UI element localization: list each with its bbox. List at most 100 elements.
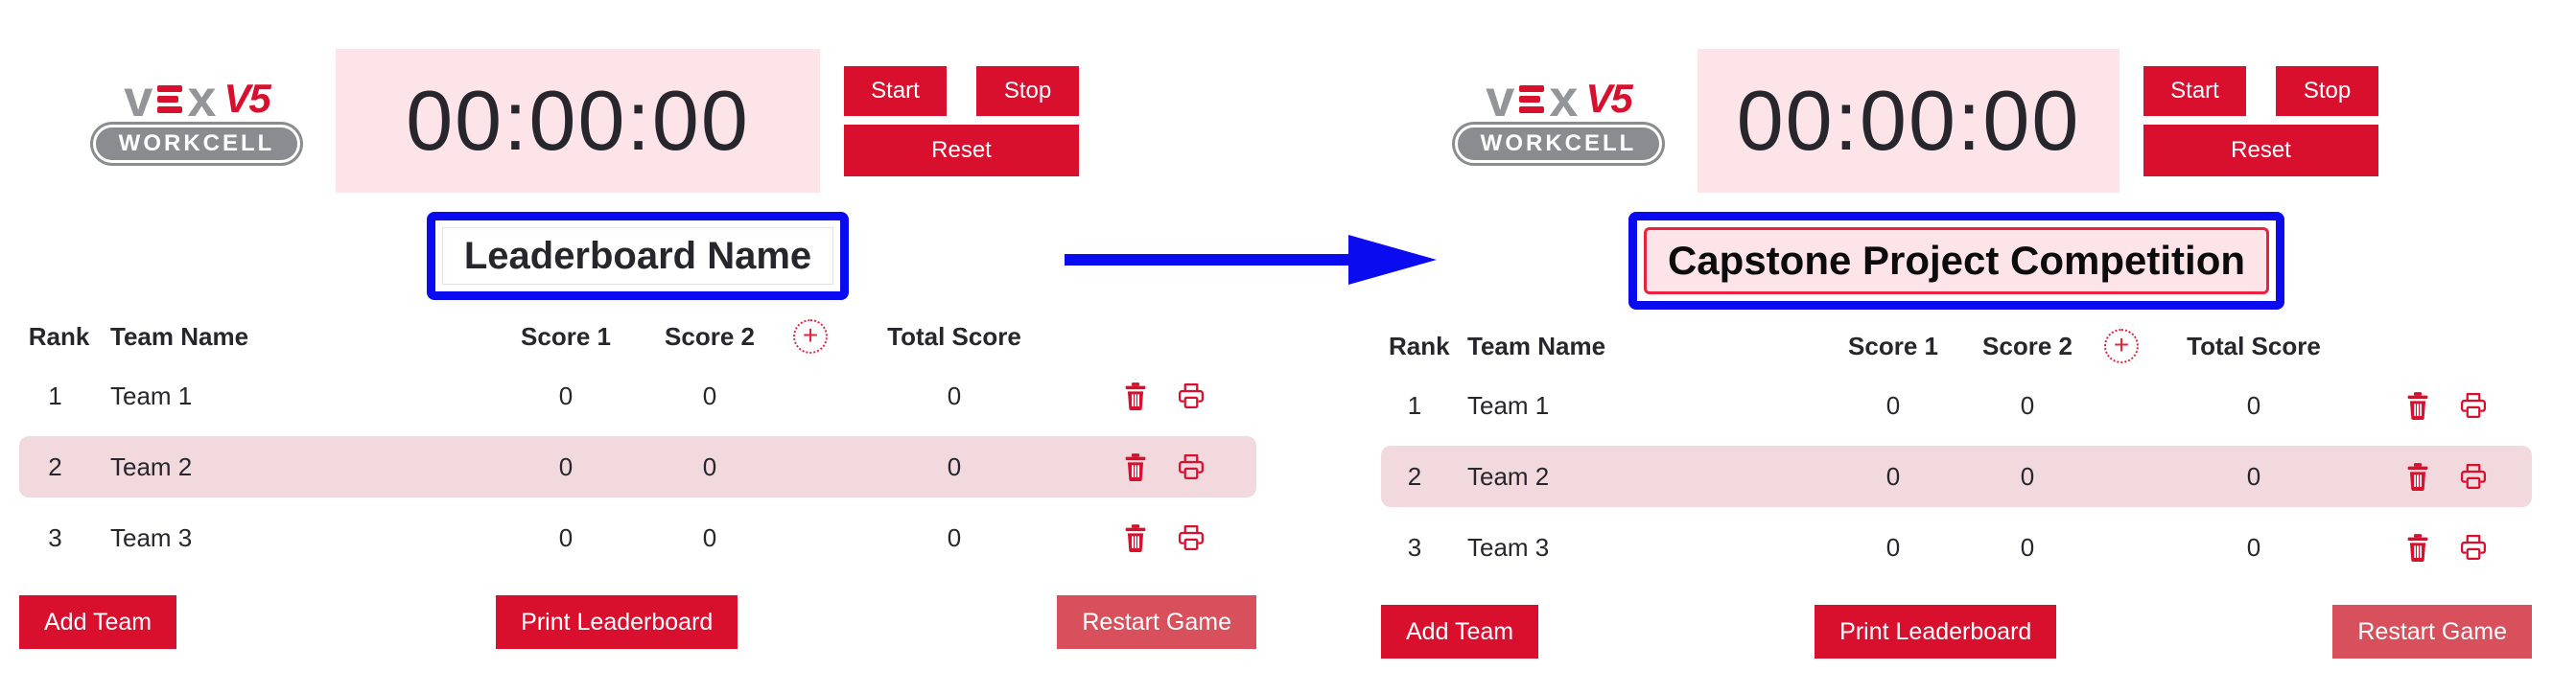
logo-letter-v: v <box>124 69 153 127</box>
add-team-button[interactable]: Add Team <box>1381 605 1539 659</box>
cell-rank: 3 <box>48 522 62 552</box>
start-button[interactable]: Start <box>844 65 947 116</box>
panel-footer: Add Team Print Leaderboard Restart Game <box>19 595 1256 649</box>
start-button[interactable]: Start <box>2143 65 2246 116</box>
leaderboard-name-input[interactable]: Leaderboard Name <box>441 227 834 285</box>
print-row-icon[interactable] <box>2459 391 2488 420</box>
cell-rank: 1 <box>48 381 62 410</box>
print-row-icon[interactable] <box>1177 452 1206 481</box>
header-total-score: Total Score <box>2187 331 2321 360</box>
leaderboard-table: Rank Team Name Score 1 Score 2 + Total S… <box>19 317 1256 568</box>
cell-rank: 1 <box>1407 390 1422 420</box>
cell-team-name[interactable]: Team 2 <box>1467 461 1550 491</box>
cell-team-name[interactable]: Team 3 <box>1467 532 1550 562</box>
cell-total-score: 0 <box>2246 461 2261 491</box>
delete-team-icon[interactable] <box>1121 382 1150 410</box>
timer-controls: Start Stop Reset <box>2143 65 2378 176</box>
cell-score1[interactable]: 0 <box>558 451 574 481</box>
header-score1: Score 1 <box>1848 331 1938 360</box>
cell-total-score: 0 <box>947 451 962 481</box>
cell-total-score: 0 <box>2246 390 2261 420</box>
delete-team-icon[interactable] <box>2403 391 2432 421</box>
timer-display: 00:00:00 <box>336 49 820 193</box>
cell-rank: 3 <box>1407 532 1422 562</box>
cell-team-name[interactable]: Team 1 <box>110 381 193 410</box>
print-leaderboard-button[interactable]: Print Leaderboard <box>496 595 738 649</box>
logo-letter-v: v <box>1486 69 1515 127</box>
restart-game-button[interactable]: Restart Game <box>1057 595 1256 649</box>
print-leaderboard-button[interactable]: Print Leaderboard <box>1815 605 2057 659</box>
cell-rank: 2 <box>48 451 62 481</box>
table-row: 2 Team 2 0 0 0 <box>19 436 1256 497</box>
delete-team-icon[interactable] <box>2403 533 2432 563</box>
cell-score1[interactable]: 0 <box>558 522 574 552</box>
cell-score1[interactable]: 0 <box>1885 390 1901 420</box>
reset-button[interactable]: Reset <box>2143 124 2378 176</box>
cell-score2[interactable]: 0 <box>2020 390 2035 420</box>
header-team-name: Team Name <box>110 321 249 351</box>
table-row: 1 Team 1 0 0 0 <box>1381 375 2532 437</box>
table-row: 3 Team 3 0 0 0 <box>1381 517 2532 579</box>
add-team-button[interactable]: Add Team <box>19 595 177 649</box>
delete-team-icon[interactable] <box>1121 452 1150 481</box>
cell-rank: 2 <box>1407 461 1422 491</box>
logo-letter-x: x <box>187 69 217 127</box>
cell-score1[interactable]: 0 <box>1885 461 1901 491</box>
timer-value: 00:00:00 <box>406 73 750 168</box>
timer-value: 00:00:00 <box>1736 73 2081 168</box>
leaderboard-panel-before: v x V5 WORKCELL 00:00:00 Start Stop Rese… <box>19 38 1256 649</box>
cell-score2[interactable]: 0 <box>702 522 717 552</box>
annotation-highlight-box: Capstone Project Competition <box>1628 212 2285 311</box>
cell-total-score: 0 <box>947 522 962 552</box>
cell-score1[interactable]: 0 <box>558 381 574 410</box>
transition-arrow <box>1065 232 1439 288</box>
restart-game-button[interactable]: Restart Game <box>2332 605 2532 659</box>
logo-letter-e-icon <box>1519 85 1545 114</box>
logo-letter-e-icon <box>157 85 183 114</box>
vex-wordmark: v x V5 <box>124 69 270 127</box>
cell-team-name[interactable]: Team 1 <box>1467 390 1550 420</box>
stop-button[interactable]: Stop <box>976 65 1079 116</box>
logo-letter-x: x <box>1549 69 1579 127</box>
print-row-icon[interactable] <box>1177 523 1206 552</box>
panel-top-bar: v x V5 WORKCELL 00:00:00 Start Stop Rese… <box>1381 44 2532 197</box>
header-rank: Rank <box>28 321 90 351</box>
stop-button[interactable]: Stop <box>2276 65 2378 116</box>
add-score-column-icon[interactable]: + <box>793 319 828 354</box>
cell-team-name[interactable]: Team 2 <box>110 451 193 481</box>
cell-score1[interactable]: 0 <box>1885 532 1901 562</box>
reset-button[interactable]: Reset <box>844 124 1079 176</box>
vex-wordmark: v x V5 <box>1486 69 1632 127</box>
panel-top-bar: v x V5 WORKCELL 00:00:00 Start Stop Rese… <box>19 44 1256 197</box>
logo-workcell-banner: WORKCELL <box>1454 125 1663 164</box>
cell-team-name[interactable]: Team 3 <box>110 522 193 552</box>
table-header-row: Rank Team Name Score 1 Score 2 + Total S… <box>1381 327 2532 365</box>
leaderboard-name-input[interactable]: Capstone Project Competition <box>1643 227 2270 295</box>
vex-v5-workcell-logo: v x V5 WORKCELL <box>1448 69 1669 164</box>
panel-footer: Add Team Print Leaderboard Restart Game <box>1381 605 2532 659</box>
table-row: 2 Team 2 0 0 0 <box>1381 446 2532 508</box>
cell-total-score: 0 <box>947 381 962 410</box>
cell-total-score: 0 <box>2246 532 2261 562</box>
print-row-icon[interactable] <box>1177 382 1206 410</box>
vex-v5-workcell-logo: v x V5 WORKCELL <box>86 69 307 164</box>
cell-score2[interactable]: 0 <box>2020 532 2035 562</box>
delete-team-icon[interactable] <box>1121 523 1150 552</box>
print-row-icon[interactable] <box>2459 462 2488 491</box>
delete-team-icon[interactable] <box>2403 462 2432 492</box>
header-score2: Score 2 <box>1982 331 2073 360</box>
cell-score2[interactable]: 0 <box>702 451 717 481</box>
timer-controls: Start Stop Reset <box>844 65 1079 176</box>
title-zone: Leaderboard Name <box>19 212 1256 300</box>
add-score-column-icon[interactable]: + <box>2104 329 2139 364</box>
table-header-row: Rank Team Name Score 1 Score 2 + Total S… <box>19 317 1256 356</box>
print-row-icon[interactable] <box>2459 533 2488 562</box>
table-row: 1 Team 1 0 0 0 <box>19 365 1256 427</box>
table-row: 3 Team 3 0 0 0 <box>19 507 1256 568</box>
cell-score2[interactable]: 0 <box>702 381 717 410</box>
cell-score2[interactable]: 0 <box>2020 461 2035 491</box>
header-team-name: Team Name <box>1467 331 1606 360</box>
timer-display: 00:00:00 <box>1698 49 2119 193</box>
logo-v5-badge: V5 <box>223 76 270 122</box>
annotation-highlight-box: Leaderboard Name <box>426 212 850 300</box>
